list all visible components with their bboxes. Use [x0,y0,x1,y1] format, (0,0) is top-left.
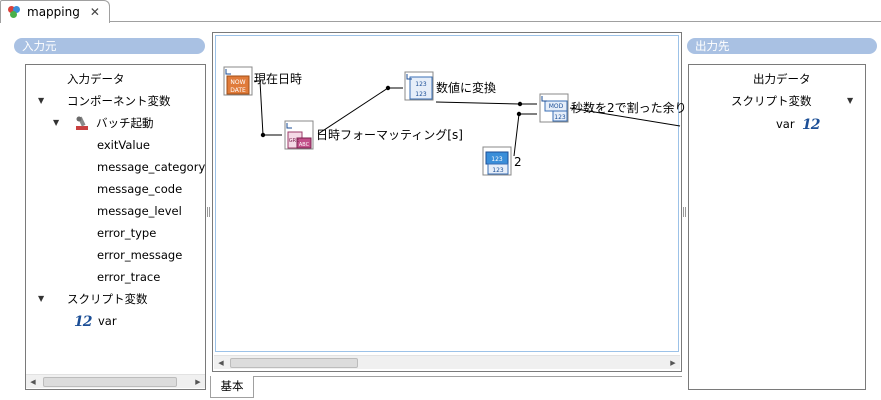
output-panel-header: 出力先 [687,38,877,54]
close-tab-icon[interactable]: ✕ [89,5,100,19]
node-label-now-date: 現在日時 [254,72,303,86]
input-panel-header: 入力元 [14,38,205,54]
tab-basic[interactable]: 基本 [210,376,254,398]
tree-item-exitvalue[interactable]: exitValue [97,138,150,152]
scroll-right-icon[interactable]: ▶ [195,378,201,386]
batch-start-icon [76,116,88,130]
scrollbar-thumb[interactable] [230,358,358,368]
tab-title: mapping [27,5,80,19]
svg-text:MOD: MOD [549,103,564,110]
svg-text:123: 123 [491,156,503,163]
svg-text:ABC: ABC [299,142,310,148]
svg-text:GRE: GRE [289,138,300,144]
now-date-node-icon[interactable]: NOW DATE [223,66,253,96]
scroll-right-icon[interactable]: ▶ [670,359,676,367]
tree-item-script-vars[interactable]: スクリプト変数 [67,292,148,306]
scroll-left-icon[interactable]: ◀ [30,378,36,386]
tree-item-output-data[interactable]: 出力データ [753,72,811,86]
right-sash-handle[interactable] [683,207,686,217]
editor-tab-bar: mapping ✕ [0,0,881,23]
date-format-node-icon[interactable]: GRE ABC [284,120,314,150]
left-sash-handle[interactable] [207,207,210,217]
tree-item-error-type[interactable]: error_type [97,226,157,240]
node-label-to-number: 数値に変換 [436,81,497,95]
tree-item-message-level[interactable]: message_level [97,204,182,218]
node-label-constant: 2 [514,155,522,169]
bottom-tab-line [254,376,682,377]
node-label-date-format: 日時フォーマッティング[s] [316,128,463,142]
tree-item-var[interactable]: var [98,314,117,328]
expand-arrow-icon[interactable]: ▼ [38,294,45,303]
tree-item-component-vars[interactable]: コンポーネント変数 [67,94,171,108]
svg-text:123: 123 [554,114,566,121]
tree-item-message-category[interactable]: message_category [97,160,206,174]
svg-text:123: 123 [415,91,427,98]
svg-text:123: 123 [415,81,427,88]
tree-item-error-trace[interactable]: error_trace [97,270,161,284]
tree-item-message-code[interactable]: message_code [97,182,183,196]
svg-text:NOW: NOW [230,79,245,86]
expand-arrow-icon[interactable]: ▼ [847,96,854,105]
canvas-scrollbar[interactable]: ◀ ▶ [214,355,680,369]
input-panel-scrollbar[interactable]: ◀ ▶ [26,374,205,388]
mapping-canvas[interactable]: NOW DATE 現在日時 GRE ABC 日時フォーマッティング[s] 123… [215,35,687,352]
mapping-canvas-frame: NOW DATE 現在日時 GRE ABC 日時フォーマッティング[s] 123… [212,32,687,372]
svg-text:123: 123 [492,167,504,174]
scroll-left-icon[interactable]: ◀ [218,359,224,367]
output-tree-panel: 出力データ スクリプト変数 ▼ var 12 [688,64,866,390]
tree-item-output-script-vars[interactable]: スクリプト変数 [731,94,812,108]
input-tree-panel: 入力データ ▼ コンポーネント変数 ▼ バッチ起動 exitValue mess… [25,64,206,390]
tree-item-error-message[interactable]: error_message [97,248,183,262]
number-type-icon: 12 [74,314,93,330]
expand-arrow-icon[interactable]: ▼ [53,118,60,127]
svg-text:DATE: DATE [230,87,246,94]
app-logo-icon [7,5,21,19]
number-type-icon: 12 [802,117,821,133]
modulo-node-icon[interactable]: MOD 123 [539,93,569,123]
node-label-modulo: 秒数を2で割った余り [571,101,687,115]
constant-node-icon[interactable]: 123 123 [482,146,512,176]
tree-item-input-data[interactable]: 入力データ [67,72,125,86]
tab-mapping[interactable]: mapping ✕ [0,0,110,23]
expand-arrow-icon[interactable]: ▼ [38,96,45,105]
scrollbar-thumb[interactable] [43,377,177,387]
tree-item-batch-start[interactable]: バッチ起動 [96,116,154,130]
to-number-node-icon[interactable]: 123 123 [404,71,434,101]
tree-item-output-var[interactable]: var [776,117,795,131]
connection-lines [254,80,681,157]
